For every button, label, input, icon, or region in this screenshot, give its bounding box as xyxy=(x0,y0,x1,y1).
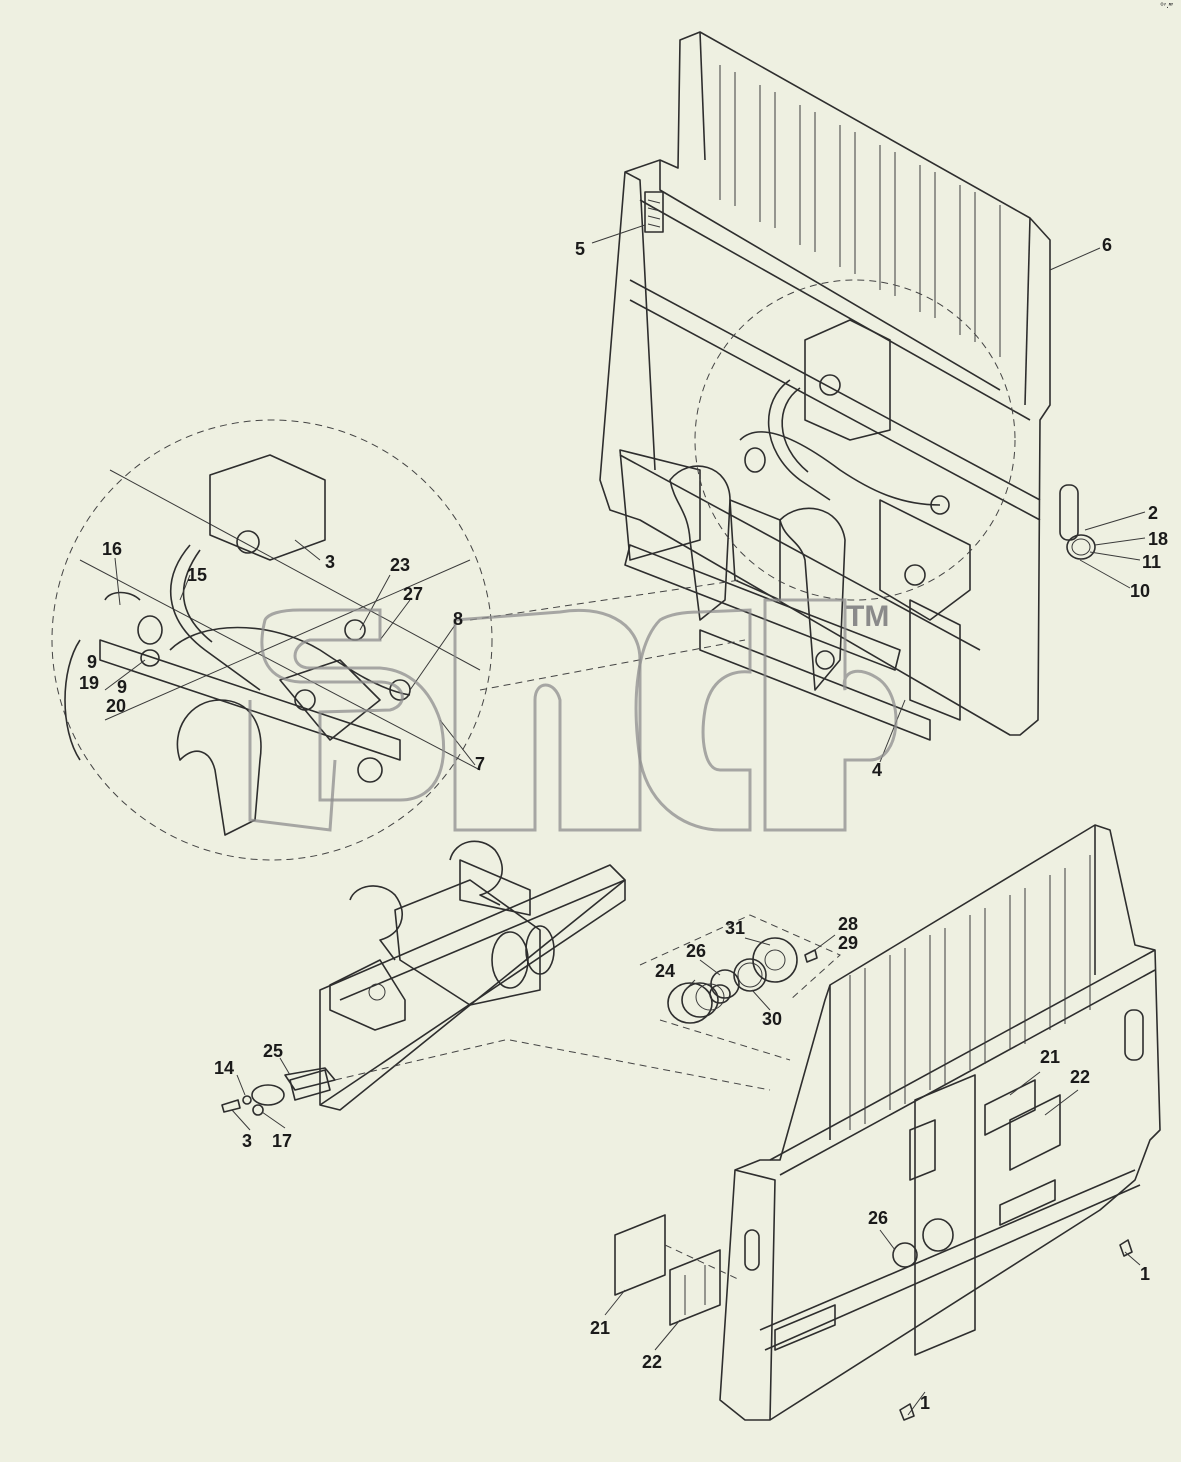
leader-lines xyxy=(104,224,1146,1416)
middle-hook-frame xyxy=(319,840,626,1111)
callout-25: 25 xyxy=(263,1041,284,1061)
detail-circle xyxy=(51,279,1016,861)
callout-21-lower: 21 xyxy=(590,1318,611,1338)
callout-3-upper: 3 xyxy=(325,552,336,572)
callout-18: 18 xyxy=(1148,529,1169,549)
callout-2: 2 xyxy=(1148,503,1159,523)
wear-pads xyxy=(614,1214,741,1326)
callout-15: 15 xyxy=(187,565,208,585)
callout-5: 5 xyxy=(575,239,586,259)
callout-1-bottom: 1 xyxy=(920,1393,931,1413)
callout-10: 10 xyxy=(1130,581,1151,601)
callout-4: 4 xyxy=(872,760,883,780)
callout-17: 17 xyxy=(272,1131,293,1151)
callout-23: 23 xyxy=(390,555,411,575)
callout-29: 29 xyxy=(838,933,859,953)
callout-16: 16 xyxy=(102,539,123,559)
callout-26-lower: 26 xyxy=(868,1208,889,1228)
callout-22-upper: 22 xyxy=(1070,1067,1091,1087)
callout-27: 27 xyxy=(403,584,424,604)
callout-31: 31 xyxy=(725,918,746,938)
callout-28: 28 xyxy=(838,914,859,934)
callout-1-right: 1 xyxy=(1140,1264,1151,1284)
callout-20: 20 xyxy=(106,696,127,716)
callout-22-lower: 22 xyxy=(642,1352,663,1372)
trademark-mark: TM xyxy=(846,600,890,633)
callout-19: 19 xyxy=(79,673,100,693)
corner-mark: °′·‴ xyxy=(1160,2,1173,13)
pin-assembly xyxy=(221,1039,771,1116)
callout-6: 6 xyxy=(1102,235,1113,255)
callout-26-upper: 26 xyxy=(686,941,707,961)
upper-hook-assembly xyxy=(619,319,971,741)
callout-9-a: 9 xyxy=(87,652,98,672)
callout-9-b: 9 xyxy=(117,677,128,697)
callout-3-lower: 3 xyxy=(242,1131,253,1151)
callout-24: 24 xyxy=(655,961,676,981)
bushing-parts xyxy=(639,914,841,1061)
upper-carriage xyxy=(599,31,1096,736)
callout-7: 7 xyxy=(475,754,486,774)
callout-11: 11 xyxy=(1142,552,1162,572)
lower-carriage xyxy=(719,824,1161,1421)
callout-21-upper: 21 xyxy=(1040,1047,1061,1067)
callout-14: 14 xyxy=(214,1058,235,1078)
callout-30: 30 xyxy=(762,1009,783,1029)
callout-8: 8 xyxy=(453,609,464,629)
watermark-logo xyxy=(248,598,898,832)
